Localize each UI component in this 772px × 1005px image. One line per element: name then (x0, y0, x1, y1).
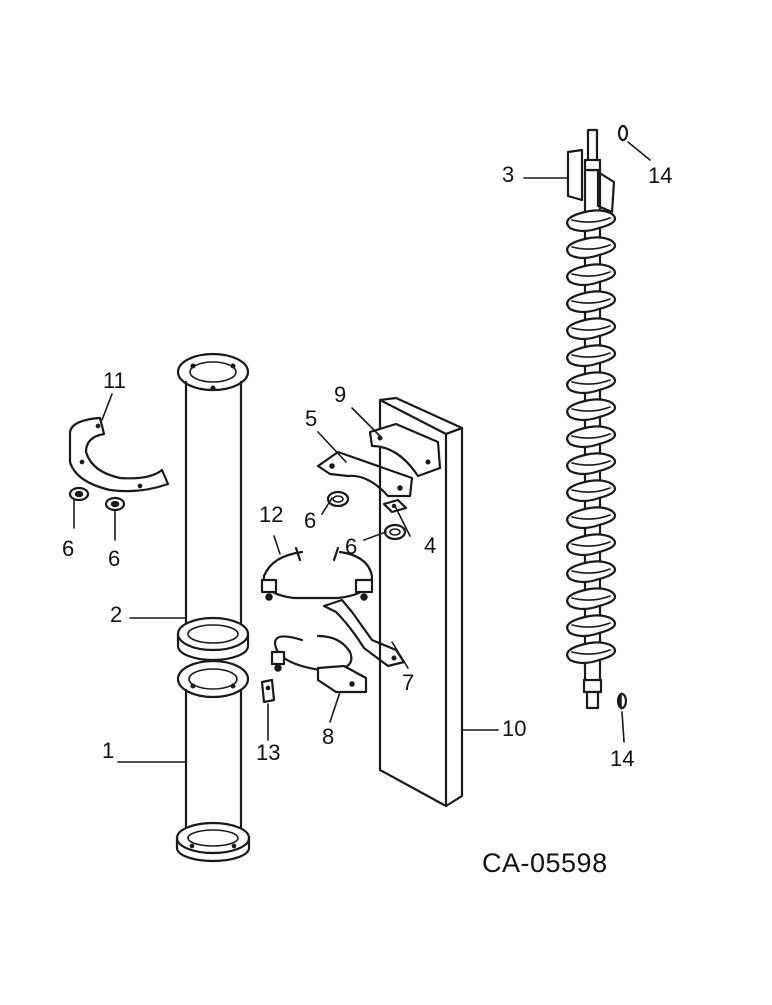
keys-part-14 (616, 124, 629, 711)
callout-7: 7 (402, 670, 415, 695)
callout-2: 2 (110, 602, 123, 627)
auger-flight-edge (571, 244, 611, 250)
clamp-part-12 (260, 546, 374, 601)
lower-tube-part-1 (175, 659, 251, 863)
auger-flight-edge (571, 649, 611, 655)
small-bracket-part-13 (260, 678, 276, 704)
auger-flight-edge (571, 325, 611, 331)
callout-11: 11 (103, 368, 126, 393)
leader-lines (73, 141, 651, 763)
bracket-clamp-part-8 (270, 634, 368, 694)
bracket-part-9 (368, 422, 442, 478)
auger-flight (566, 560, 617, 584)
auger-flight (566, 398, 617, 422)
auger-flight-edge (571, 487, 611, 493)
drawing-code: CA-05598 (482, 848, 608, 878)
auger-flight (566, 479, 617, 503)
callout-8: 8 (322, 724, 335, 749)
callout-14-bottom: 14 (610, 746, 635, 771)
callout-13: 13 (256, 740, 281, 765)
callout-6-left: 6 (62, 536, 75, 561)
upper-tube-part-2 (176, 352, 250, 662)
auger-flight-edge (571, 217, 611, 223)
auger-flight (566, 587, 617, 611)
callout-3: 3 (502, 162, 515, 187)
auger-flight-edge (571, 514, 611, 520)
auger-flight (566, 533, 617, 557)
auger-flight (566, 317, 617, 341)
auger-flight (566, 506, 617, 530)
auger-flight (566, 371, 617, 395)
callout-6-right: 6 (345, 534, 358, 559)
small-plate-part-4 (382, 498, 408, 514)
auger-flight-edge (571, 271, 611, 277)
auger-flight-edge (571, 298, 611, 304)
auger-flight (566, 209, 617, 233)
auger-flight-edge (571, 352, 611, 358)
auger-part-3 (566, 128, 617, 710)
strap-part-7 (322, 598, 406, 668)
auger-flight-edge (571, 460, 611, 466)
auger-flight (566, 263, 617, 287)
callout-5: 5 (305, 406, 318, 431)
bushings-part-6 (68, 486, 407, 541)
callout-6-center: 6 (304, 508, 317, 533)
auger-flight (566, 452, 617, 476)
callout-1: 1 (102, 738, 115, 763)
callout-9: 9 (334, 382, 347, 407)
auger-flight (566, 236, 617, 260)
plate-part-5 (316, 450, 414, 498)
callout-10: 10 (502, 716, 527, 741)
callout-14-top: 14 (648, 163, 673, 188)
auger-flight (566, 641, 617, 665)
auger-flight-edge (571, 541, 611, 547)
auger-flight-edge (571, 406, 611, 412)
auger-flight-edge (571, 433, 611, 439)
auger-flight (566, 614, 617, 638)
auger-flight-edge (571, 379, 611, 385)
callout-6-middle-left: 6 (108, 546, 121, 571)
auger-flight (566, 290, 617, 314)
callout-12: 12 (259, 502, 284, 527)
auger-flight-edge (571, 568, 611, 574)
half-ring-plate-part-11 (68, 416, 170, 493)
auger-flight-edge (571, 595, 611, 601)
auger-flight-edge (571, 622, 611, 628)
auger-flight (566, 425, 617, 449)
auger-flight (566, 344, 617, 368)
channel-support-part-10 (378, 396, 464, 808)
callout-4: 4 (424, 533, 437, 558)
